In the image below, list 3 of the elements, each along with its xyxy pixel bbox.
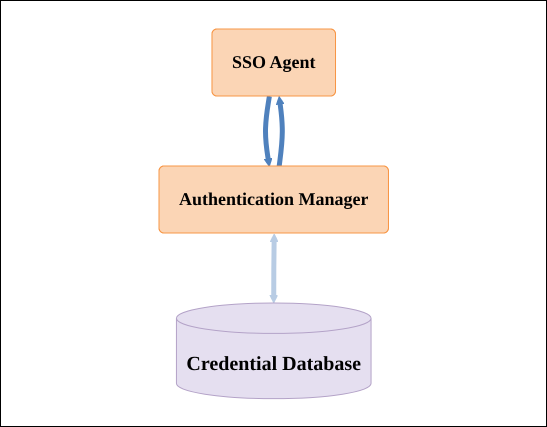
arrow: [276, 96, 285, 166]
arrow: [262, 96, 272, 167]
arrow: [269, 233, 278, 304]
